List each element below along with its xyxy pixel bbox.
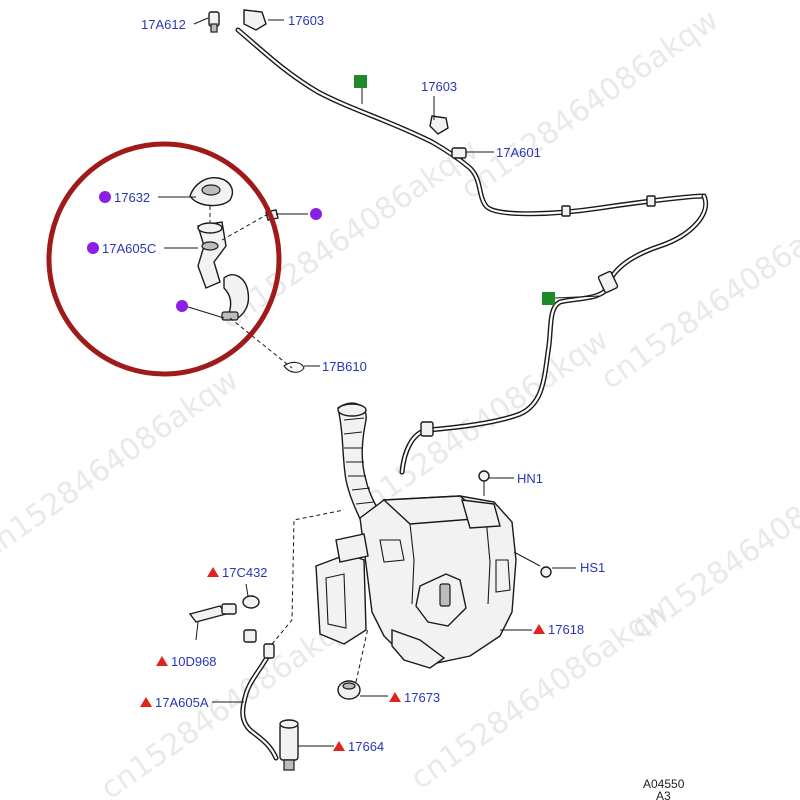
triangle-marker — [333, 741, 345, 751]
circle-marker — [310, 208, 322, 220]
watermark-text: cn1528464086akqw — [625, 443, 800, 647]
callout-10D968: 10D968 — [171, 654, 217, 669]
square-marker — [354, 75, 367, 88]
watermark-text: cn1528464086akqw — [0, 363, 245, 567]
circle-marker — [176, 300, 188, 312]
cap-17673 — [337, 627, 369, 700]
callout-HS1: HS1 — [580, 560, 605, 575]
figure-code: A04550 — [643, 777, 685, 791]
callout-17632: 17632 — [114, 190, 150, 205]
callout-17603-top: 17603 — [288, 13, 324, 28]
triangle-marker — [533, 624, 545, 634]
callout-HN1: HN1 — [517, 471, 543, 486]
triangle-marker — [389, 692, 401, 702]
triangle-marker — [156, 656, 168, 666]
callout-17A601: 17A601 — [496, 145, 541, 160]
callout-17664: 17664 — [348, 739, 384, 754]
highlight-ring — [46, 141, 282, 377]
figure-sheet: A3 — [656, 789, 671, 800]
connector-17A601 — [451, 147, 467, 159]
tube-17A605A — [240, 509, 345, 761]
circle-marker — [99, 191, 111, 203]
callout-17C432: 17C432 — [222, 565, 268, 580]
clip-17B610 — [283, 361, 305, 373]
filler-neck-assembly — [189, 177, 293, 369]
callout-17673: 17673 — [404, 690, 440, 705]
filler-tube — [337, 402, 387, 533]
callout-labels: 17A612 17603 17603 17A601 17632 17A605C … — [102, 13, 605, 754]
circle-marker — [87, 242, 99, 254]
figure-reference: A04550 A3 — [643, 777, 685, 800]
washer-reservoir — [315, 470, 552, 669]
callout-17A612: 17A612 — [141, 17, 186, 32]
square-markers — [354, 75, 555, 305]
callout-17A605A: 17A605A — [155, 695, 209, 710]
pump-17664 — [279, 719, 299, 771]
callout-17603-mid: 17603 — [421, 79, 457, 94]
nozzle-17603-top — [243, 9, 267, 31]
watermark-text: cn1528464086akqw — [455, 3, 726, 207]
upper-washer-hose — [235, 27, 709, 475]
square-marker — [542, 292, 555, 305]
watermark: cn1528464086akqw cn1528464086akqw cn1528… — [0, 3, 800, 800]
triangle-marker — [140, 697, 152, 707]
watermark-text: cn1528464086akqw — [215, 133, 486, 337]
connector-17A612 — [208, 11, 220, 33]
triangle-marker — [207, 567, 219, 577]
callout-17618: 17618 — [548, 622, 584, 637]
nozzle-17603-mid — [429, 115, 449, 135]
sensor-10D968 — [188, 603, 257, 643]
triangle-markers — [140, 567, 545, 751]
leader-lines — [158, 17, 601, 747]
callout-17A605C: 17A605C — [102, 241, 156, 256]
circle-markers — [87, 191, 322, 312]
callout-17B610: 17B610 — [322, 359, 367, 374]
grommet-17C432 — [242, 595, 260, 609]
